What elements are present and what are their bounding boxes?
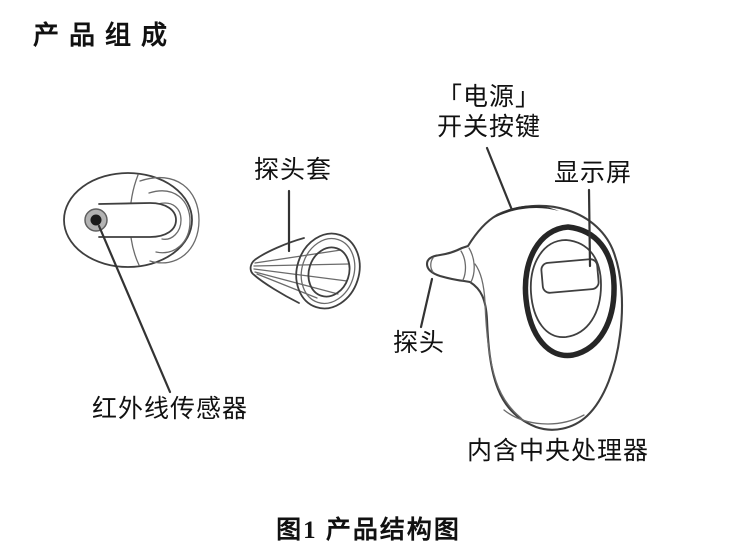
cover-opening [307,246,351,298]
thermometer-body-drawing [425,204,624,431]
swirl-arc-outer [139,176,200,264]
cover-fold-line [254,249,342,264]
ir-sensor-dot [90,214,102,226]
probe-neck-crease-2 [468,247,475,283]
swirl-arc-inner [157,202,182,240]
leader-ir-sensor [97,224,172,394]
display-bezel [522,224,617,359]
power-button-shape [492,205,559,219]
cover-fold-line [253,263,349,267]
label-probe-cover: 探头套 [254,156,333,184]
label-power-button: 「电源」 开关按键 [437,82,541,142]
cover-cone-outline [249,237,305,304]
cover-rim-outer [295,232,361,310]
probe-cover-drawing [249,232,361,310]
probe-tip-front-view-drawing [63,172,200,268]
leader-probe [419,277,434,329]
body-bottom-inner-line [503,409,585,425]
probe-head-outline [63,172,193,268]
leader-lines [97,146,592,394]
lcd-screen-shape [540,258,600,294]
label-ir-sensor: 红外线传感器 [92,395,249,423]
label-cpu: 内含中央处理器 [467,437,650,465]
section-title: 产品组成 [33,20,178,50]
cover-fold-line [253,268,348,282]
label-power-button-line2: 开关按键 [437,113,542,141]
probe-barrel-fill [99,203,176,237]
label-display: 显示屏 [554,159,633,187]
probe-tip-inner-arc [430,257,434,273]
body-outline [425,204,624,431]
body-left-inner-line [474,263,522,419]
leader-display [587,188,592,268]
probe-neck-crease [460,250,467,281]
leader-power-button [485,146,514,212]
cover-rim-mid [300,237,356,305]
label-probe: 探头 [393,329,446,357]
swirl-arc-mid [148,190,191,254]
figure-caption: 图1 产品结构图 [276,517,461,544]
label-power-button-line1: 「电源」 [437,83,542,111]
probe-barrel-outline [98,202,177,238]
